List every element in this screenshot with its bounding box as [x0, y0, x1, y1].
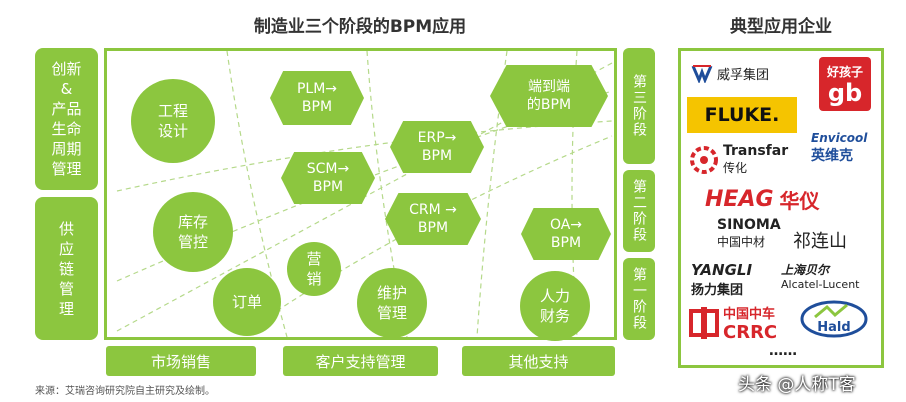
- sinoma-name-en: SINOMA: [717, 217, 781, 233]
- yangli-name-cn: 扬力集团: [691, 283, 744, 298]
- marketing-circle: 营 销: [287, 242, 341, 296]
- yangli-logo: YANGLI 扬力集团: [691, 261, 752, 298]
- erp-bpm-hexagon: ERP→ BPM: [390, 121, 484, 173]
- hald-name: Hald: [817, 319, 851, 335]
- inventory-control-circle: 库存 管控: [153, 192, 233, 272]
- transfar-name-cn: 传化: [723, 161, 748, 175]
- hald-logo: Hald: [799, 299, 869, 339]
- weifu-name: 威孚集团: [717, 67, 770, 83]
- hr-finance-circle: 人力 财务: [520, 271, 590, 341]
- other-support-label: 其他支持: [462, 346, 615, 376]
- enterprises-panel: 威孚集团 好孩子 gb FLUKE. Envicool 英维克 Transfar…: [678, 48, 884, 368]
- alcatel-name: Alcatel-Lucent: [781, 278, 860, 291]
- transfar-mark-icon: [690, 145, 718, 174]
- enterprises-title: 典型应用企业: [730, 17, 832, 37]
- maintenance-circle: 维护 管理: [357, 268, 427, 338]
- envicool-name-en: Envicool: [811, 131, 868, 145]
- market-sales-label: 市场销售: [106, 346, 256, 376]
- crrc-mark-icon: [689, 307, 719, 339]
- envicool-name-cn: 英维克: [811, 148, 853, 164]
- transfar-name-en: Transfar: [723, 143, 789, 159]
- diagram-title: 制造业三个阶段的BPM应用: [253, 17, 467, 37]
- stage-three-label: 第三阶段: [623, 48, 655, 164]
- weifu-mark-icon: [691, 65, 713, 83]
- bpm-diagram-panel: 工程 设计 库存 管控 营 销 订单 维护 管理 人力 财务 PLM→ BPM …: [104, 48, 617, 341]
- crrc-name-en: CRRC: [723, 322, 778, 343]
- sinoma-logo: SINOMA 中国中材: [717, 217, 781, 250]
- alcatel-logo: 上海贝尔 Alcatel-Lucent: [781, 261, 859, 291]
- stage-two-label: 第二阶段: [623, 170, 655, 252]
- yangli-name-en: YANGLI: [691, 261, 753, 279]
- oa-bpm-hexagon: OA→ BPM: [521, 208, 611, 260]
- plm-category-label: 创新 & 产品 生命 周期 管理: [35, 48, 98, 190]
- fluke-logo: FLUKE.: [687, 97, 797, 133]
- watermark: 头条 @人称T客: [738, 375, 856, 395]
- hald-mark-icon: [800, 300, 868, 338]
- sinoma-name-cn: 中国中材: [717, 235, 766, 249]
- huayi-name: 华仪: [779, 189, 820, 213]
- source-note: 来源：艾瑞咨询研究院自主研究及绘制。: [35, 386, 215, 397]
- crm-bpm-hexagon: CRM → BPM: [385, 193, 481, 245]
- crrc-name-cn: 中国中车: [723, 307, 776, 322]
- heag-logo: HEAG 华仪: [705, 185, 820, 214]
- qilianshan-logo: 祁连山: [793, 227, 847, 253]
- engineering-design-circle: 工程 设计: [131, 79, 215, 163]
- envicool-logo: Envicool 英维克: [811, 131, 867, 165]
- haohaizi-logo: 好孩子 gb: [819, 57, 871, 111]
- haohaizi-mark: gb: [827, 78, 863, 107]
- plm-bpm-hexagon: PLM→ BPM: [270, 71, 364, 125]
- orders-circle: 订单: [213, 268, 281, 336]
- weifu-logo: 威孚集团: [691, 63, 769, 83]
- more-text: ……: [769, 343, 797, 359]
- transfar-logo: Transfar 传化: [689, 143, 788, 176]
- heag-name: HEAG: [705, 187, 774, 212]
- stage-one-label: 第一阶段: [623, 258, 655, 340]
- more-indicator: ……: [769, 343, 797, 359]
- e2e-bpm-hexagon: 端到端 的BPM: [490, 65, 608, 127]
- haohaizi-name: 好孩子: [826, 64, 863, 79]
- scm-bpm-hexagon: SCM→ BPM: [281, 152, 375, 204]
- crrc-logo: 中国中车 CRRC: [689, 303, 777, 343]
- shanghai-bell-name: 上海贝尔: [781, 263, 830, 277]
- customer-support-label: 客户支持管理: [283, 346, 438, 376]
- qilianshan-name: 祁连山: [793, 231, 847, 252]
- fluke-name: FLUKE.: [704, 104, 780, 126]
- scm-category-label: 供 应 链 管 理: [35, 197, 98, 340]
